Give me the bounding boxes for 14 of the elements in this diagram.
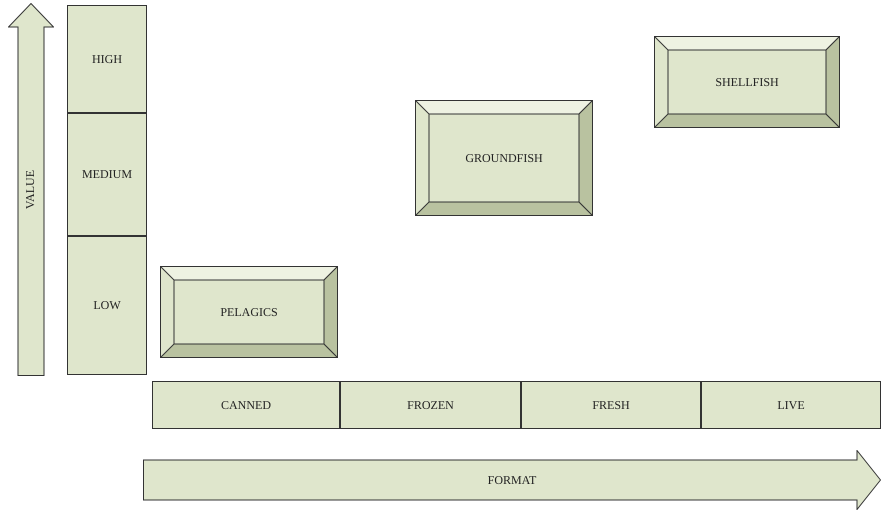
format-cell: LIVE: [701, 381, 881, 429]
value-level-cell: HIGH: [67, 5, 147, 113]
value-level-cell: LOW: [67, 236, 147, 375]
axis-label: FORMAT: [488, 472, 536, 488]
format-cell: FRESH: [521, 381, 701, 429]
axis-label: VALUE: [24, 170, 38, 210]
up-arrow: [8, 3, 54, 376]
format-cell: CANNED: [152, 381, 340, 429]
species-group-box: GROUNDFISH: [415, 100, 593, 216]
species-group-box: PELAGICS: [160, 266, 338, 358]
right-arrow: [143, 450, 881, 510]
species-group-box: SHELLFISH: [654, 36, 840, 128]
format-cell: FROZEN: [340, 381, 521, 429]
value-level-cell: MEDIUM: [67, 113, 147, 236]
